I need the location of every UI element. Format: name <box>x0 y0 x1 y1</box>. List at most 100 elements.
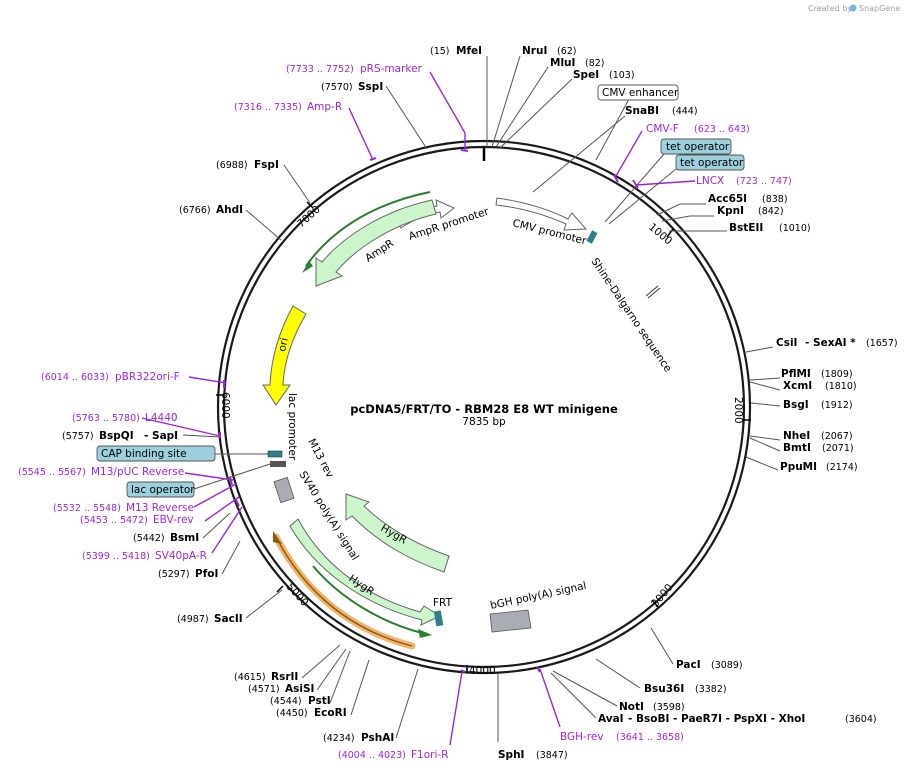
enzyme-sspi-pos: (7570) <box>321 82 353 93</box>
ori-arrow <box>262 305 307 406</box>
lead-bgh-rev <box>539 668 561 728</box>
ruler-label-6000: 6000 <box>219 392 231 419</box>
tick-7000 <box>306 201 314 209</box>
lead-prs-marker <box>429 71 466 150</box>
enzyme-pflmi-name: PflMI <box>781 368 811 380</box>
enzyme-snabi-name: SnaBI <box>625 105 659 117</box>
lead-nhei <box>749 435 781 441</box>
lead-sspi <box>385 85 428 150</box>
lead-m13-reverse <box>193 483 237 508</box>
lead-paci <box>650 627 674 665</box>
box-cap-binding-site-label: CAP binding site <box>101 448 187 460</box>
ampr-arrow <box>315 199 437 287</box>
enzyme-kpni-name: KpnI <box>717 205 744 217</box>
lead-bspqi <box>182 434 221 438</box>
enzyme-fspi-name: FspI <box>254 159 279 171</box>
primer-prs-marker-name: pRS-marker <box>360 63 423 75</box>
box-tet-operator-1-label: tet operator <box>666 141 730 153</box>
enzyme-nrui-name: NruI <box>522 45 547 57</box>
enzyme-bsmi-pos: (5442) <box>133 533 165 544</box>
enzyme-noti-pos: (3598) <box>653 702 685 713</box>
primer-m13puc-range: (5545 .. 5567) <box>18 467 86 478</box>
enzyme-sphi-pos: (3847) <box>536 750 568 761</box>
enzyme-ppumi-name: PpuMI <box>780 461 817 473</box>
mark-lncx <box>632 179 639 189</box>
frt-label: FRT <box>433 597 453 609</box>
enzyme-spei-name: SpeI <box>573 69 599 81</box>
box-tet-operator-1 <box>660 138 732 155</box>
cmv-promoter-arrow <box>495 197 588 231</box>
enzyme-noti-name: NotI <box>619 701 644 713</box>
enzyme-mlui-pos: (82) <box>585 58 605 69</box>
lead-pshai <box>395 668 419 739</box>
enzyme-sphi-name: SphI <box>498 749 524 761</box>
enzyme-pshai-name: PshAI <box>361 732 394 744</box>
enzyme-pfoi-name: PfoI <box>195 568 218 580</box>
enzyme-rsrii-pos: (4615) <box>234 672 266 683</box>
lac-operator-mark <box>267 450 283 458</box>
lead-kpni <box>661 215 714 222</box>
enzyme-snabi-pos: (444) <box>672 106 698 117</box>
primer-f1ori-r-range: (4004 .. 4023) <box>338 750 406 761</box>
lead-rsrii <box>301 644 341 679</box>
enzyme-mlui-name: MluI <box>550 57 575 69</box>
primer-bgh-rev-name: BGH-rev <box>560 731 604 743</box>
tick-1000 <box>666 228 674 238</box>
orange-orf-line <box>275 536 413 647</box>
enzyme-bsgi-name: BsgI <box>783 399 809 411</box>
primer-marks <box>219 149 639 673</box>
enzyme-bmti-name: BmtI <box>783 442 811 454</box>
ruler-label-4000: 4000 <box>469 665 496 677</box>
credit-app: SnapGene <box>859 4 900 13</box>
lead-mlui <box>495 66 549 148</box>
hygr-arrow-2 <box>289 518 442 626</box>
mark-m13puc <box>229 476 233 486</box>
enzyme-sacii-name: SacII <box>214 613 243 625</box>
primer-l4440-range: (5763 .. 5780) <box>72 413 140 424</box>
lead-psti <box>329 650 351 704</box>
lead-bsgi <box>750 402 781 407</box>
primer-prs-marker-range: (7733 .. 7752) <box>286 64 354 75</box>
lead-pbr322ori-f <box>188 376 227 384</box>
enzyme-lead-lines <box>182 55 781 742</box>
box-cap-binding-site <box>96 445 216 462</box>
lead-asisi <box>316 648 347 691</box>
lead-amp-r <box>348 107 374 161</box>
mark-prs-marker <box>460 149 469 152</box>
lead-cmv-enhancer <box>595 98 630 161</box>
hygr-orf-arrowhead <box>418 629 432 638</box>
lead-nrui <box>491 55 521 148</box>
enzyme-bspqi-extra: - SapI <box>144 430 178 442</box>
enzyme-sacii-pos: (4987) <box>177 614 209 625</box>
enzyme-csii-name: CsiI <box>776 337 797 349</box>
lead-bmti <box>749 437 781 452</box>
orange-orf-arrowhead <box>273 531 282 544</box>
sv40-polya-block <box>273 476 295 504</box>
shine-dalgarno-mark-a <box>645 285 659 297</box>
snapgene-logo-icon <box>849 4 857 12</box>
enzyme-sspi-name: SspI <box>358 81 383 93</box>
enzyme-avai-pos: (3604) <box>845 714 877 725</box>
lead-tet-operator-2 <box>608 168 677 225</box>
boxed-feature-labels: CMV enhancer tet operator tet operator C… <box>96 84 745 498</box>
enzyme-psti-name: PstI <box>308 695 331 707</box>
primer-pbr322ori-f-range: (6014 .. 6033) <box>41 372 109 383</box>
box-cmv-enhancer-label: CMV enhancer <box>602 87 679 99</box>
lead-ahdi <box>245 209 282 241</box>
enzyme-csii-extra: - SexAI * <box>805 337 856 349</box>
enzyme-csii-pos: (1657) <box>866 338 898 349</box>
frt-mark <box>433 610 444 627</box>
lead-xcmi <box>749 381 781 391</box>
enzyme-mfei-name: MfeI <box>456 45 482 57</box>
lead-bsmi <box>202 512 231 539</box>
enzyme-bspqi-pos: (5757) <box>62 431 94 442</box>
box-lac-operator <box>126 481 195 498</box>
lead-pflmi <box>749 377 781 381</box>
mark-sv40pa <box>235 499 240 507</box>
lead-l4440 <box>141 417 221 437</box>
box-tet-operator-2-label: tet operator <box>680 157 744 169</box>
lead-fspi <box>283 164 311 204</box>
primer-sv40pa-r-range: (5399 .. 5418) <box>82 551 150 562</box>
primer-sv40pa-r-name: SV40pA-R <box>155 550 207 562</box>
